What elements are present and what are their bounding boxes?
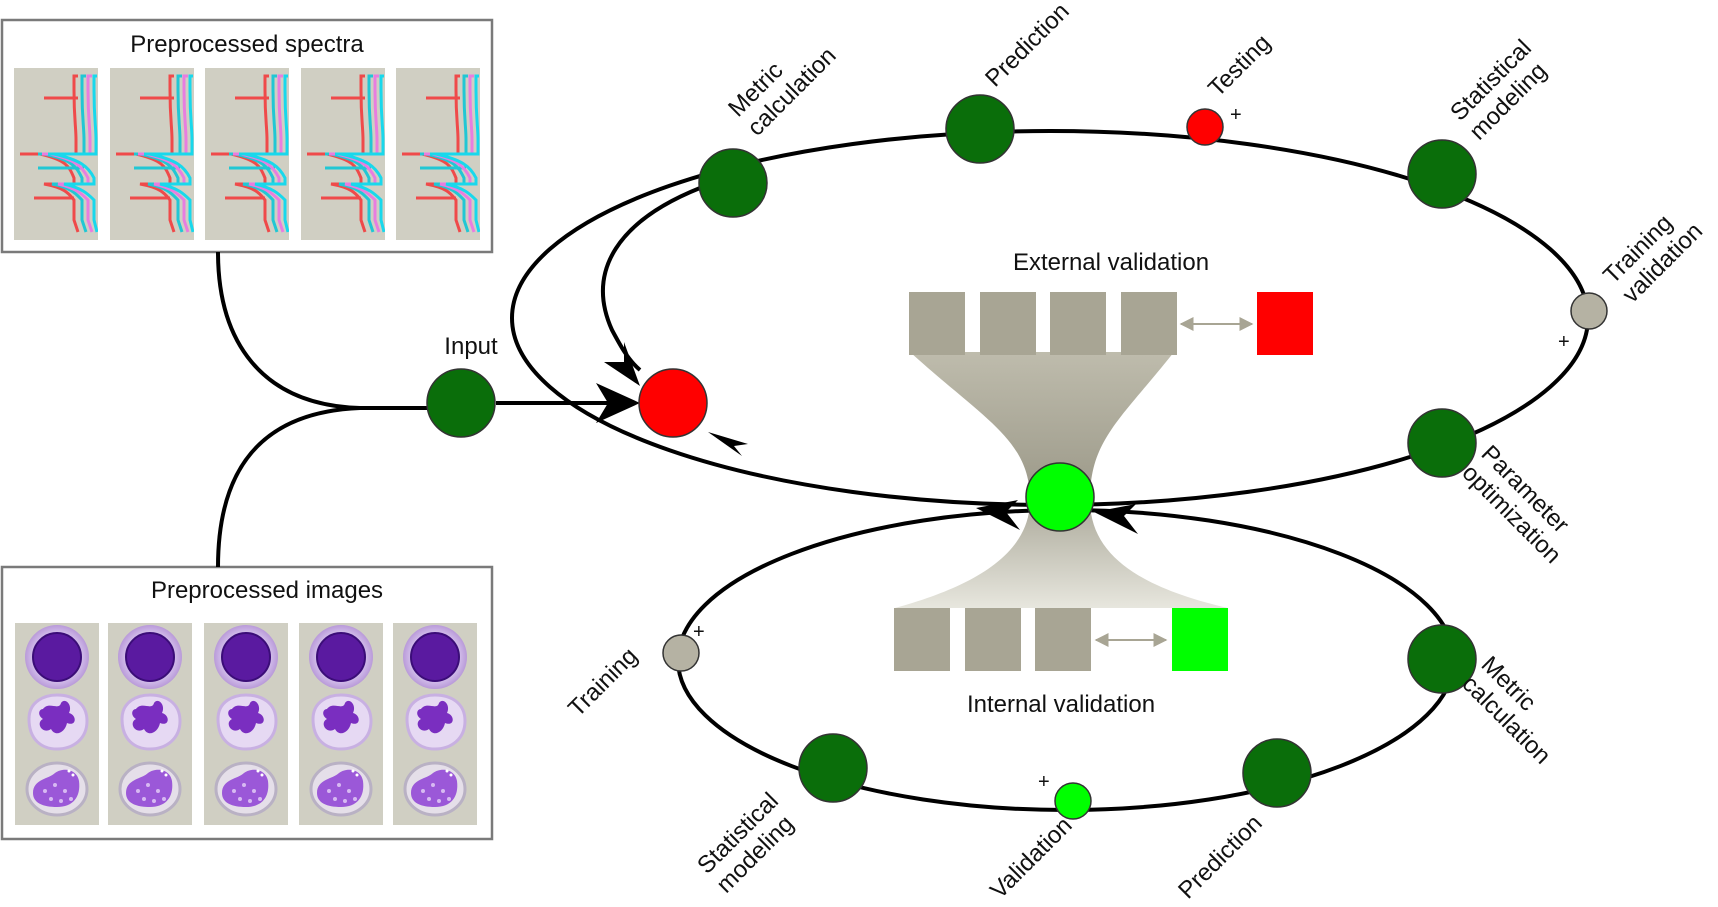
internal-validation-title: Internal validation bbox=[967, 691, 1155, 718]
spectrum-icon bbox=[205, 68, 289, 240]
testing-node bbox=[1186, 108, 1224, 146]
parameter-optimization-label: Parameter optimization bbox=[1457, 440, 1574, 569]
spectrum-icon bbox=[396, 68, 480, 240]
junction-node bbox=[1025, 462, 1095, 532]
arrowhead-icon bbox=[1094, 504, 1138, 534]
training-plus: + bbox=[693, 621, 705, 643]
cell-icon bbox=[299, 621, 383, 827]
arrowhead-icon bbox=[604, 342, 640, 386]
arrowhead-icon bbox=[708, 432, 748, 456]
spectrum-icon bbox=[14, 68, 98, 240]
training-node bbox=[662, 634, 700, 672]
external-test-block bbox=[1257, 292, 1313, 355]
internal-prediction-label: Prediction bbox=[1173, 810, 1268, 905]
spectrum-icon bbox=[301, 68, 385, 240]
svg-text:Training: Training bbox=[563, 642, 643, 722]
input-connectors bbox=[216, 251, 625, 568]
external-metric-label: Metric calculation bbox=[723, 42, 841, 141]
parameter-optimization-node bbox=[1407, 408, 1477, 478]
external-loop-entry bbox=[601, 186, 701, 372]
internal-metric-node bbox=[1407, 624, 1477, 694]
internal-statistical-node bbox=[798, 733, 868, 803]
testing-label: Testing bbox=[1203, 29, 1276, 102]
spectrum-icon bbox=[110, 68, 194, 240]
training-validation-node bbox=[1570, 292, 1608, 330]
external-metric-node bbox=[698, 148, 768, 218]
cell-icon bbox=[108, 621, 192, 827]
cell-icon bbox=[15, 621, 99, 827]
validation-label: Validation bbox=[985, 812, 1077, 904]
svg-text:Validation: Validation bbox=[985, 812, 1077, 904]
internal-validation-blocks bbox=[894, 608, 1228, 671]
input-node bbox=[426, 368, 496, 438]
nodes bbox=[426, 94, 1608, 820]
validation-plus: + bbox=[1038, 771, 1050, 793]
start-node bbox=[638, 368, 708, 438]
spectra-panel: Preprocessed spectra bbox=[0, 18, 494, 254]
internal-prediction-node bbox=[1242, 738, 1312, 808]
internal-statistical-label: Statistical modeling bbox=[692, 788, 799, 899]
input-label: Input bbox=[444, 333, 498, 360]
spectra-panel-title: Preprocessed spectra bbox=[130, 31, 364, 58]
external-validation-blocks bbox=[909, 292, 1313, 355]
images-panel: Preprocessed images bbox=[0, 565, 494, 841]
internal-validation-block bbox=[1172, 608, 1228, 671]
external-statistical-node bbox=[1407, 139, 1477, 209]
external-prediction-node bbox=[945, 94, 1015, 164]
arrowhead-icon bbox=[976, 500, 1020, 530]
cell-icon bbox=[204, 621, 288, 827]
svg-text:Prediction: Prediction bbox=[980, 0, 1075, 92]
svg-text:Testing: Testing bbox=[1203, 29, 1276, 102]
training-validation-label: Training validation bbox=[1598, 209, 1708, 308]
cell-icon bbox=[393, 621, 477, 827]
external-statistical-label: Statistical modeling bbox=[1445, 35, 1552, 146]
images-panel-title: Preprocessed images bbox=[151, 577, 383, 604]
arrowhead-icon bbox=[596, 383, 640, 423]
validation-node bbox=[1054, 782, 1092, 820]
training-label: Training bbox=[563, 642, 643, 722]
svg-text:Prediction: Prediction bbox=[1173, 810, 1268, 905]
external-validation-title: External validation bbox=[1013, 249, 1209, 276]
testing-plus: + bbox=[1230, 104, 1242, 126]
training-validation-plus: + bbox=[1558, 331, 1570, 353]
external-prediction-label: Prediction bbox=[980, 0, 1075, 92]
